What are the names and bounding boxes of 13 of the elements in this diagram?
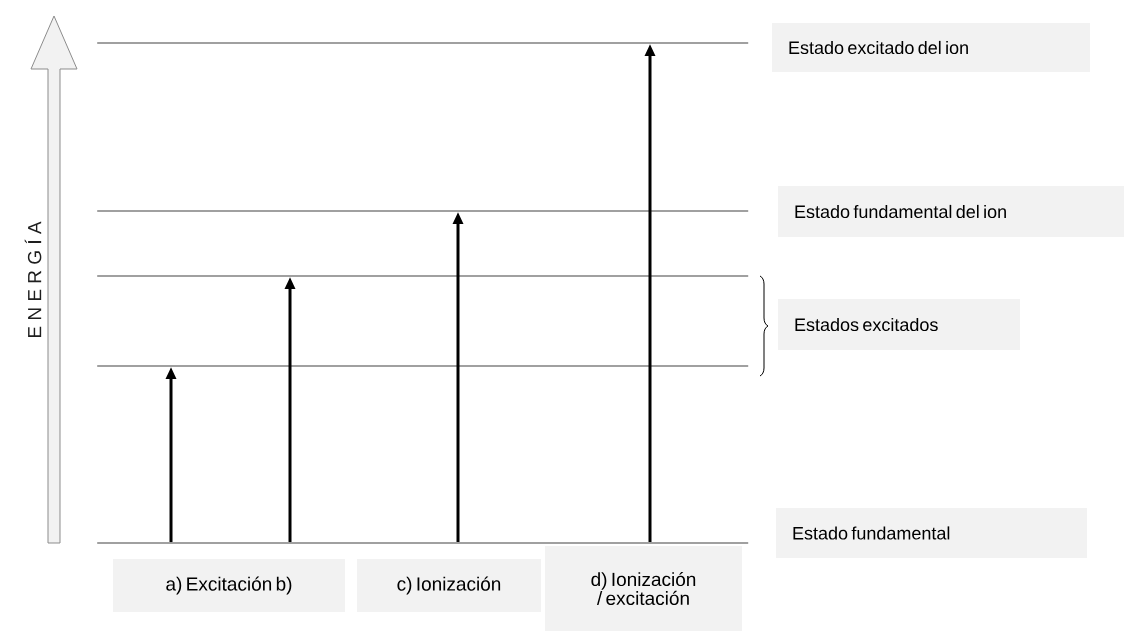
state-label: c) Ionización xyxy=(357,559,541,612)
state-label: a) Excitación b) xyxy=(113,559,345,612)
state-label: Estados excitados xyxy=(778,299,1020,350)
axis-label: E N E R G Í A xyxy=(24,221,42,338)
energy-level-line xyxy=(97,210,749,212)
state-label: d) Ionización / excitación xyxy=(545,546,742,631)
energy-level-line xyxy=(97,542,749,544)
energy-level-line xyxy=(97,42,749,44)
state-label: Estado fundamental del ion xyxy=(778,186,1124,237)
energy-level-line xyxy=(97,365,749,367)
state-label: Estado excitado del ion xyxy=(772,23,1090,72)
state-label: Estado fundamental xyxy=(776,508,1087,558)
energy-level-line xyxy=(97,275,749,277)
